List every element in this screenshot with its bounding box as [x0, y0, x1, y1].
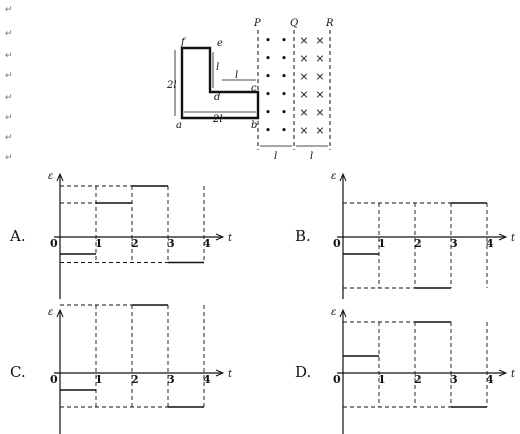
- y-axis-arrow: [339, 308, 347, 318]
- field-dot: •: [265, 70, 272, 83]
- field-symbols: • • × × • • × × • • × × • • × × • • × × • • × ×: [265, 34, 325, 137]
- x-tick-label: 2: [131, 373, 139, 386]
- x-tick-label: 4: [203, 373, 211, 386]
- x-tick-label: 0: [333, 373, 341, 386]
- x-tick-label: 4: [203, 237, 211, 250]
- field-cross: ×: [315, 70, 324, 83]
- field-region: [257, 30, 331, 150]
- field-dot: •: [265, 34, 272, 47]
- x-tick-label: 3: [167, 373, 175, 386]
- field-cross: ×: [299, 34, 308, 47]
- x-tick-label: 4: [486, 237, 494, 250]
- field-cross: ×: [315, 88, 324, 101]
- paragraph-mark: ↵: [5, 153, 13, 163]
- graph-option-c: ε t C. 0 1 2 3 4: [10, 304, 233, 434]
- label-P: P: [253, 18, 261, 29]
- x-tick-label: 4: [486, 373, 494, 386]
- paragraph-mark: ↵: [5, 5, 13, 15]
- label-l2: l: [310, 151, 313, 162]
- field-labels: P Q R l l: [253, 18, 334, 162]
- field-cross: ×: [315, 106, 324, 119]
- x-axis-arrow: [215, 369, 225, 377]
- field-dot: •: [265, 52, 272, 65]
- label-l-ed: l: [216, 62, 219, 73]
- x-tick-label: 3: [450, 373, 458, 386]
- x-axis-label: t: [511, 233, 516, 244]
- x-tick-label: 3: [167, 237, 175, 250]
- label-e: e: [217, 38, 223, 49]
- label-f: f: [180, 37, 187, 48]
- x-tick-label: 2: [414, 373, 422, 386]
- x-axis-label: t: [511, 369, 516, 380]
- label-l-cd: l: [235, 70, 238, 81]
- option-label: C.: [10, 363, 26, 381]
- field-cross: ×: [315, 124, 324, 137]
- field-dot: •: [281, 124, 288, 137]
- field-cross: ×: [299, 124, 308, 137]
- y-axis-arrow: [56, 308, 64, 318]
- x-axis-arrow: [498, 369, 508, 377]
- conducting-loop: [174, 46, 260, 120]
- paragraph-mark: ↵: [5, 29, 13, 39]
- x-tick-label: 1: [378, 373, 386, 386]
- field-cross: ×: [315, 34, 324, 47]
- label-2l-left: 2l: [166, 80, 177, 91]
- x-axis-label: t: [228, 369, 233, 380]
- field-cross: ×: [315, 52, 324, 65]
- x-axis-arrow: [215, 233, 225, 241]
- label-c: c: [251, 83, 257, 94]
- y-axis-label: ε: [331, 171, 336, 182]
- y-axis-arrow: [339, 172, 347, 182]
- x-tick-label: 1: [95, 237, 103, 250]
- label-d: d: [214, 92, 220, 103]
- paragraph-mark: ↵: [5, 113, 13, 123]
- paragraph-mark: ↵: [5, 93, 13, 103]
- paragraph-mark: ↵: [5, 133, 13, 143]
- field-dot: •: [281, 70, 288, 83]
- field-cross: ×: [299, 106, 308, 119]
- x-tick-label: 0: [333, 237, 341, 250]
- label-l1: l: [274, 151, 277, 162]
- field-dot: •: [265, 88, 272, 101]
- graph-option-a: ε t A. 0 1 2 3 4: [9, 171, 233, 299]
- graph-option-b: ε t B. 0 1 2 3 4: [295, 171, 516, 299]
- option-label: D.: [295, 363, 311, 381]
- loop-labels: f e d c a b 2l 2l l l: [166, 37, 257, 131]
- loop-outline: [180, 46, 260, 120]
- option-label: A.: [9, 227, 26, 245]
- field-cross: ×: [299, 52, 308, 65]
- x-axis-arrow: [498, 233, 508, 241]
- label-Q: Q: [290, 18, 298, 29]
- y-axis-label: ε: [331, 307, 336, 318]
- y-axis-label: ε: [48, 171, 53, 182]
- field-dot: •: [281, 106, 288, 119]
- x-tick-label: 3: [450, 237, 458, 250]
- label-2l-bottom: 2l: [212, 114, 223, 125]
- field-cross: ×: [299, 70, 308, 83]
- label-b: b: [251, 120, 257, 131]
- field-dot: •: [281, 52, 288, 65]
- x-tick-label: 0: [50, 237, 58, 250]
- label-a: a: [176, 120, 182, 131]
- x-axis-label: t: [228, 233, 233, 244]
- y-axis-label: ε: [48, 307, 53, 318]
- x-tick-label: 1: [95, 373, 103, 386]
- field-cross: ×: [299, 88, 308, 101]
- field-dot: •: [281, 88, 288, 101]
- field-dot: •: [281, 34, 288, 47]
- paragraph-marks: ↵ ↵ ↵ ↵ ↵ ↵ ↵ ↵: [5, 5, 13, 163]
- label-R: R: [325, 18, 334, 29]
- x-tick-label: 0: [50, 373, 58, 386]
- option-label: B.: [295, 227, 311, 245]
- paragraph-mark: ↵: [5, 71, 13, 81]
- field-dot: •: [265, 106, 272, 119]
- x-tick-label: 2: [414, 237, 422, 250]
- field-dot: •: [265, 124, 272, 137]
- paragraph-mark: ↵: [5, 51, 13, 61]
- y-axis-arrow: [56, 172, 64, 182]
- x-tick-label: 1: [378, 237, 386, 250]
- x-tick-label: 2: [131, 237, 139, 250]
- graph-option-d: ε t D. 0 1 2 3 4: [295, 307, 516, 434]
